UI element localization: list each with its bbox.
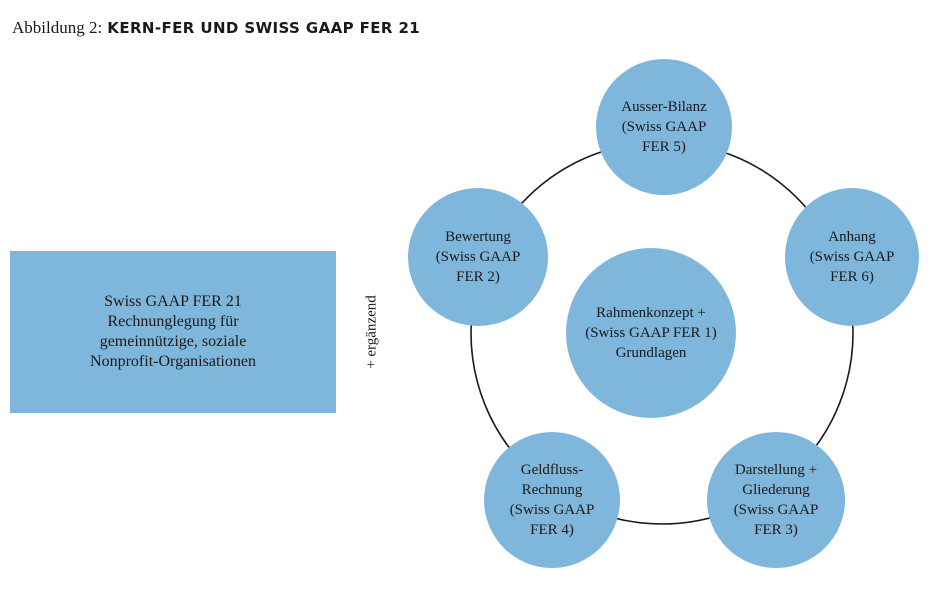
node-bewertung: Bewertung (Swiss GAAP FER 2) — [408, 188, 548, 326]
figure-title-prefix: Abbildung 2: — [12, 18, 103, 37]
node-geldfluss-text: Geldfluss- Rechnung (Swiss GAAP FER 4) — [509, 462, 595, 538]
node-anhang: Anhang (Swiss GAAP FER 6) — [785, 188, 919, 326]
node-ausser-bilanz-text: Ausser-Bilanz (Swiss GAAP FER 5) — [621, 99, 707, 155]
swiss-gaap-fer-21-box: Swiss GAAP FER 21 Rechnunglegung für gem… — [10, 251, 336, 413]
node-darstellung-text: Darstellung + Gliederung (Swiss GAAP FER… — [733, 462, 819, 538]
node-ausser-bilanz: Ausser-Bilanz (Swiss GAAP FER 5) — [596, 59, 732, 195]
center-node-text: Rahmenkonzept + (Swiss GAAP FER 1) Grund… — [585, 305, 717, 361]
node-anhang-text: Anhang (Swiss GAAP FER 6) — [809, 229, 895, 285]
node-bewertung-text: Bewertung (Swiss GAAP FER 2) — [435, 229, 521, 285]
swiss-gaap-fer-21-text: Swiss GAAP FER 21 Rechnunglegung für gem… — [90, 293, 256, 370]
figure-title-main: KERN-FER UND SWISS GAAP FER 21 — [107, 19, 421, 37]
node-darstellung-gliederung: Darstellung + Gliederung (Swiss GAAP FER… — [707, 432, 845, 568]
center-node-rahmenkonzept: Rahmenkonzept + (Swiss GAAP FER 1) Grund… — [566, 248, 736, 418]
node-geldfluss-rechnung: Geldfluss- Rechnung (Swiss GAAP FER 4) — [484, 432, 620, 568]
figure-title: Abbildung 2: KERN-FER UND SWISS GAAP FER… — [12, 18, 420, 38]
